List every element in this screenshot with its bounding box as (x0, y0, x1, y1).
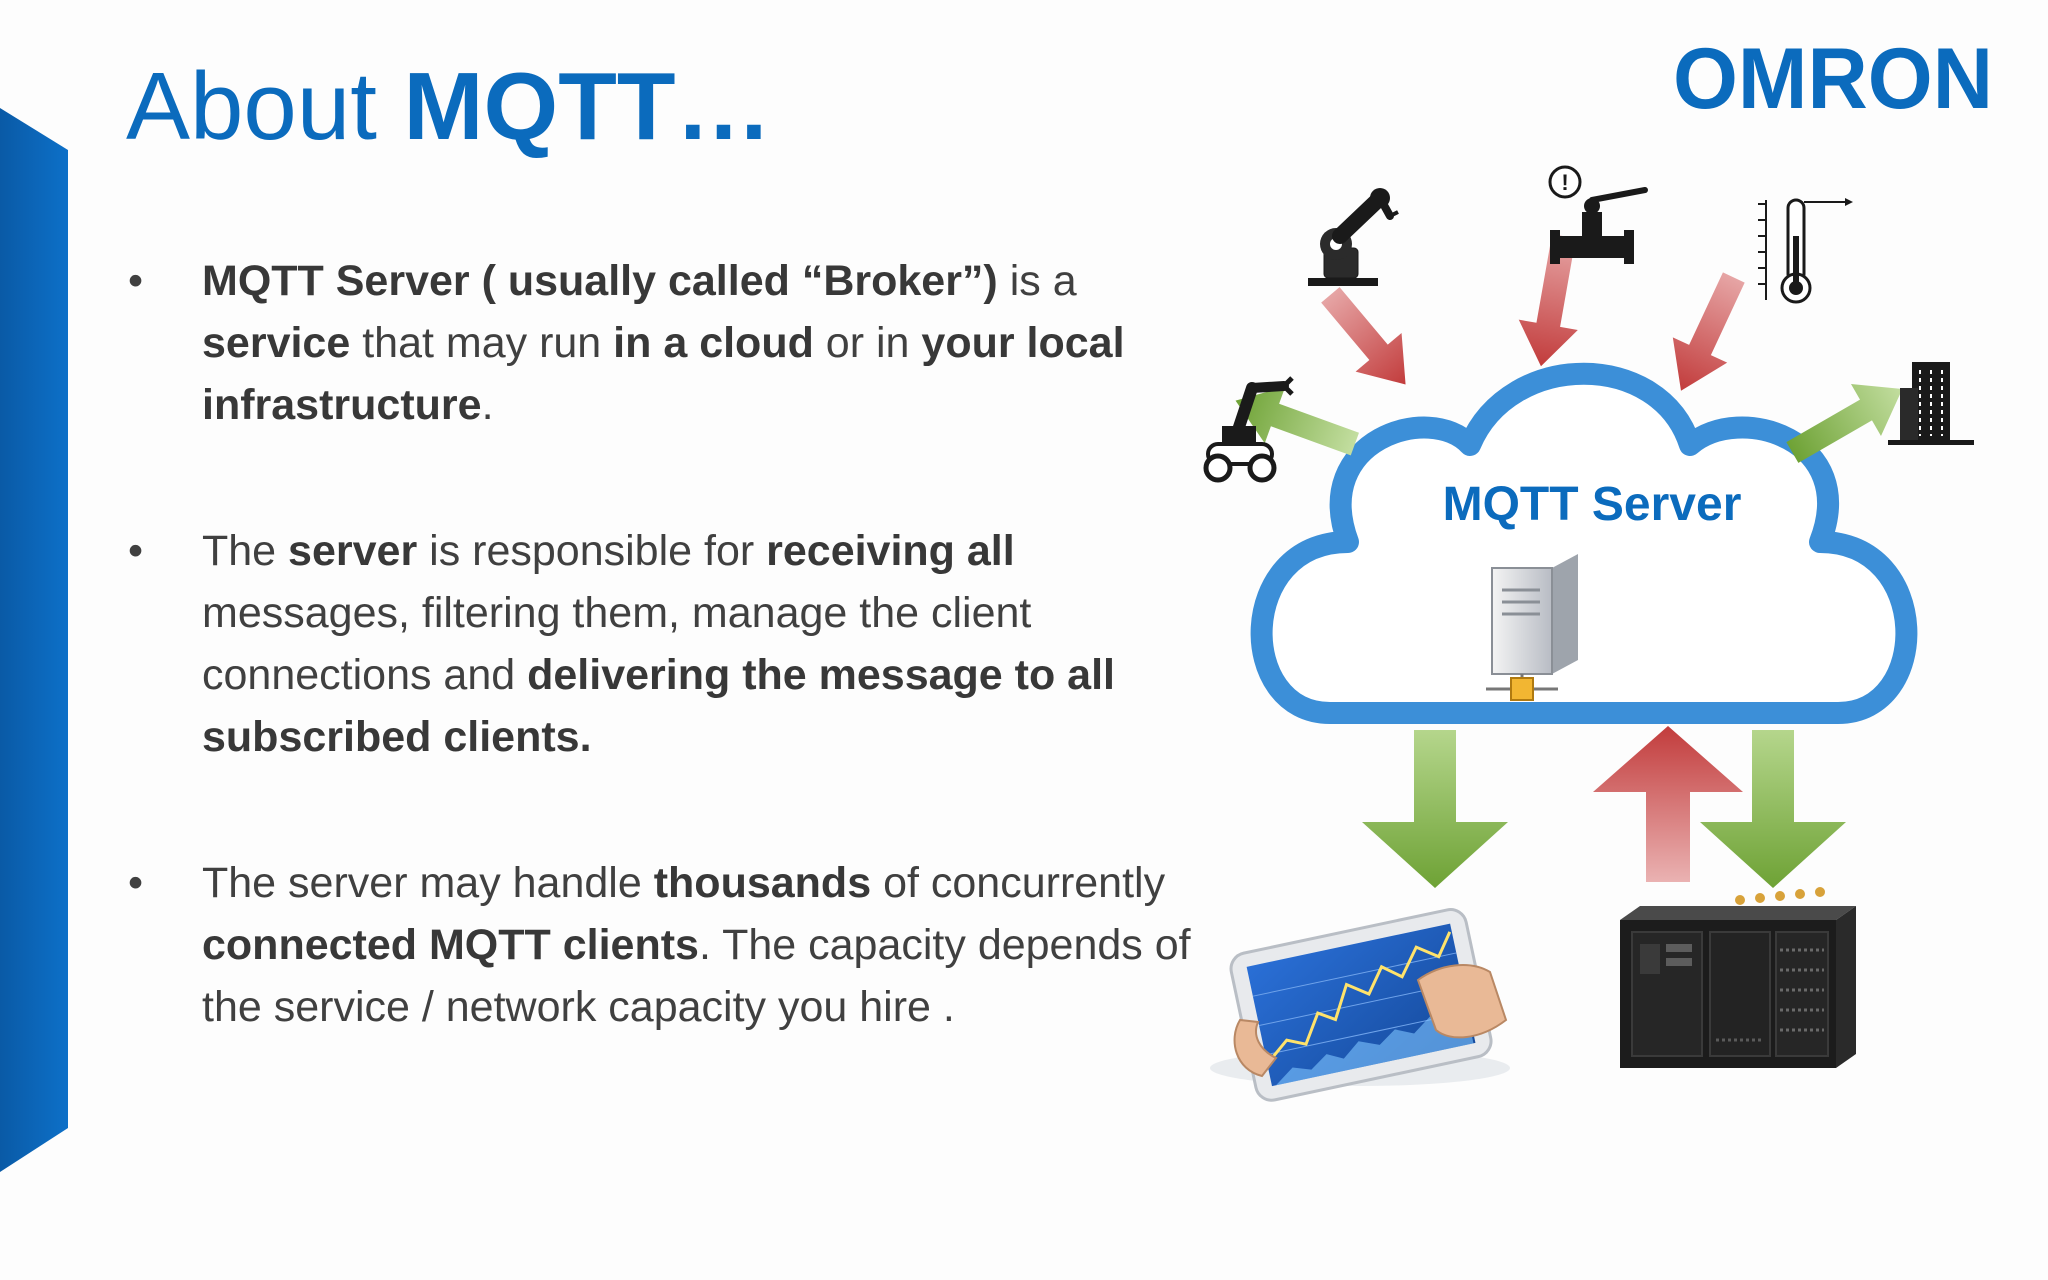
arrow-up-from-plc (1593, 726, 1743, 882)
bullet-text-run: . The capacity depends of the service / … (202, 921, 1191, 1031)
bullet-text-bold: your local infrastructure (202, 319, 1125, 429)
bullet-marker: • (128, 257, 144, 305)
logo-text: OMRON (1673, 40, 1993, 120)
building-icon (1888, 362, 1974, 445)
arrow-in-valve (1518, 234, 1578, 367)
bullet-text-bold: in a cloud (613, 319, 814, 367)
robot-arm-icon (1308, 188, 1399, 286)
bullet-list: • MQTT Server ( usually called “Broker”) … (120, 250, 1210, 1038)
side-accent-bar (0, 108, 68, 1172)
tablet-chart-icon (1210, 908, 1510, 1102)
bullet-text-bold: service (202, 319, 351, 367)
arrow-out-mobile-robot (1235, 386, 1359, 456)
omron-logo: OMRON (1673, 40, 1993, 120)
bullet-text-bold: server (288, 527, 418, 575)
valve-alert-icon: ! (1548, 165, 1648, 264)
page-title: About MQTT… (126, 53, 772, 160)
bullet-marker: • (128, 527, 144, 575)
bullet-text-bold: delivering the message to all subscribed… (202, 651, 1115, 761)
bullet-text-run: . (481, 381, 494, 429)
bullet-text-bold: receiving all (766, 527, 1015, 575)
bullet-item: • The server may handle thousands of conc… (120, 852, 1210, 1038)
arrow-down-tablet (1362, 730, 1508, 888)
mqtt-cloud: MQTT Server (1250, 362, 1918, 724)
bullet-text-bold: connected MQTT clients (202, 921, 699, 969)
arrow-in-robot-arm (1321, 287, 1406, 385)
bullet-text-run: that may run (350, 319, 614, 367)
bullet-text-run: or in (813, 319, 922, 367)
svg-text:!: ! (1561, 170, 1568, 195)
bullet-text: MQTT Server ( usually called “Broker”) i… (202, 257, 1125, 429)
arrow-in-thermometer (1672, 272, 1745, 391)
bullet-text-run: messages, filtering them, manage the cli… (202, 589, 1032, 699)
bullet-item: • The server is responsible for receiving… (120, 520, 1210, 768)
mobile-robot-icon (1203, 376, 1294, 483)
bullet-item: • MQTT Server ( usually called “Broker”) … (120, 250, 1210, 436)
server-icon (1486, 554, 1578, 701)
cloud-label: MQTT Server (1443, 478, 1742, 531)
thermometer-icon (1758, 198, 1853, 304)
bullet-text-bold: thousands (653, 859, 872, 907)
arrow-out-building (1786, 384, 1903, 463)
bullet-text-run: The (202, 527, 289, 575)
plc-controller-icon (1620, 887, 1856, 1068)
bullet-text: The server may handle thousands of concu… (202, 859, 1191, 1031)
mqtt-diagram: MQTT Server (1203, 165, 1974, 1102)
bullet-text-run: The server may handle (202, 859, 654, 907)
bullet-text-bold: MQTT Server ( usually called “Broker”) (202, 257, 998, 305)
bullet-text: The server is responsible for receiving … (202, 527, 1115, 761)
bullet-text-run: is a (997, 257, 1077, 305)
bullet-text-run: is responsible for (417, 527, 767, 575)
arrow-down-plc (1700, 730, 1846, 888)
bullet-text-run: of concurrently (871, 859, 1166, 907)
bullet-marker: • (128, 859, 144, 907)
